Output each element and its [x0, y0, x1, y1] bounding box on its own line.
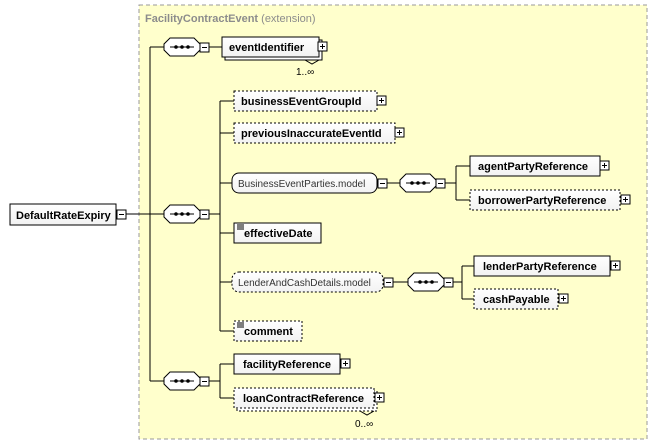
svg-text:LenderAndCashDetails.model: LenderAndCashDetails.model — [238, 278, 371, 289]
element-borrower-party-reference[interactable]: borrowerPartyReference — [469, 189, 631, 211]
svg-text:eventIdentifier: eventIdentifier — [229, 42, 305, 54]
expand-toggle[interactable] — [610, 260, 621, 271]
element-facility-reference[interactable]: facilityReference — [233, 353, 351, 375]
element-agent-party-reference[interactable]: agentPartyReference — [469, 155, 610, 177]
group-lender-and-cash-details[interactable]: LenderAndCashDetails.model — [231, 271, 394, 293]
element-business-event-group-id[interactable]: businessEventGroupId — [233, 90, 387, 112]
element-loan-contract-reference[interactable]: loanContractReference 0..∞ — [233, 387, 385, 430]
collapse-toggle[interactable] — [116, 209, 127, 220]
expand-toggle[interactable] — [374, 392, 385, 403]
collapse-toggle[interactable] — [199, 376, 210, 387]
root-element-default-rate-expiry[interactable]: DefaultRateExpiry — [9, 203, 127, 226]
extension-container: FacilityContractEvent (extension) — [138, 4, 648, 440]
collapse-toggle[interactable] — [443, 277, 454, 288]
svg-text:cashPayable: cashPayable — [483, 294, 550, 306]
expand-toggle[interactable] — [599, 160, 610, 171]
svg-text:DefaultRateExpiry: DefaultRateExpiry — [16, 210, 112, 222]
multiplicity-label: 0..∞ — [355, 419, 373, 430]
expand-toggle[interactable] — [394, 127, 405, 138]
multiplicity-label: 1..∞ — [296, 67, 314, 78]
svg-text:facilityReference: facilityReference — [243, 359, 331, 371]
svg-text:agentPartyReference: agentPartyReference — [478, 161, 588, 173]
element-comment[interactable]: comment — [233, 320, 303, 342]
collapse-toggle[interactable] — [199, 209, 210, 220]
collapse-toggle[interactable] — [199, 42, 210, 53]
element-event-identifier[interactable]: eventIdentifier 1..∞ — [221, 36, 328, 78]
svg-text:BusinessEventParties.model: BusinessEventParties.model — [238, 179, 365, 190]
svg-text:previousInaccurateEventId: previousInaccurateEventId — [241, 128, 382, 140]
expand-toggle[interactable] — [620, 194, 631, 205]
svg-text:comment: comment — [244, 326, 293, 338]
svg-text:businessEventGroupId: businessEventGroupId — [241, 96, 361, 108]
element-cash-payable[interactable]: cashPayable — [473, 288, 569, 310]
group-business-event-parties[interactable]: BusinessEventParties.model — [231, 172, 388, 194]
collapse-toggle[interactable] — [383, 277, 394, 288]
svg-text:effectiveDate: effectiveDate — [244, 228, 312, 240]
expand-toggle[interactable] — [376, 95, 387, 106]
expand-toggle[interactable] — [340, 358, 351, 369]
collapse-toggle[interactable] — [435, 178, 446, 189]
element-effective-date[interactable]: effectiveDate — [233, 222, 322, 244]
svg-text:borrowerPartyReference: borrowerPartyReference — [478, 195, 606, 207]
element-previous-inaccurate-event-id[interactable]: previousInaccurateEventId — [233, 122, 405, 144]
collapse-toggle[interactable] — [377, 178, 388, 189]
expand-toggle[interactable] — [317, 41, 328, 52]
element-lender-party-reference[interactable]: lenderPartyReference — [473, 255, 621, 277]
svg-text:loanContractReference: loanContractReference — [243, 393, 364, 405]
container-title: FacilityContractEvent (extension) — [145, 13, 316, 25]
expand-toggle[interactable] — [558, 293, 569, 304]
svg-text:lenderPartyReference: lenderPartyReference — [483, 261, 597, 273]
connector-lines — [126, 46, 474, 399]
